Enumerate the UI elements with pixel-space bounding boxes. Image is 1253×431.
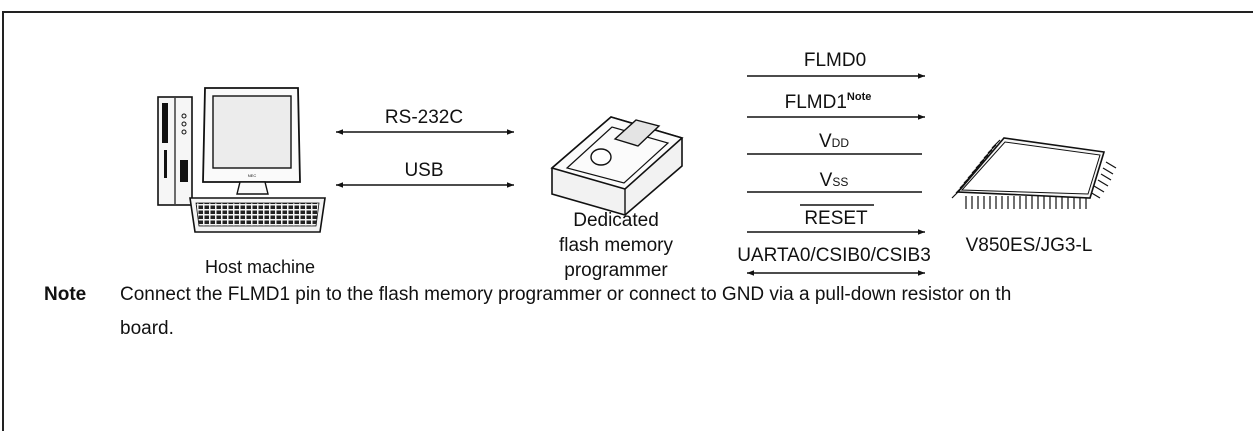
vss-label: V (820, 170, 833, 191)
programmer-label-line1: Dedicated (573, 210, 659, 231)
vdd-subscript: DD (832, 136, 850, 150)
programmer-label-line3: programmer (564, 260, 668, 281)
svg-text:NEC: NEC (248, 173, 257, 178)
microcontroller-chip-icon (951, 137, 1117, 209)
rs232c-label: RS-232C (385, 107, 463, 128)
link-rs232c: RS-232C (336, 107, 514, 135)
programmer-device-icon (550, 116, 684, 216)
host-computer-icon: NEC (157, 87, 326, 233)
signal-vss: VSS (747, 170, 922, 193)
uart-label: UARTA0/CSIB0/CSIB3 (737, 245, 931, 266)
host-machine-label: Host machine (205, 257, 315, 277)
note-text-line2: board. (120, 318, 174, 339)
device-label: V850ES/JG3-L (966, 235, 1093, 256)
signal-flmd1: FLMD1Note (747, 91, 925, 120)
note-text-line1: Connect the FLMD1 pin to the flash memor… (120, 284, 1012, 305)
programmer-label-line2: flash memory (559, 235, 674, 256)
svg-text:FLMD1Note: FLMD1Note (785, 91, 872, 113)
signal-uart: UARTA0/CSIB0/CSIB3 (737, 245, 931, 276)
svg-text:VSS: VSS (820, 170, 849, 191)
flmd1-note-superscript: Note (847, 91, 871, 103)
vdd-label: V (819, 131, 832, 152)
signal-vdd: VDD (747, 131, 922, 155)
link-usb: USB (336, 160, 514, 188)
signal-flmd0: FLMD0 (747, 50, 925, 79)
svg-text:VDD: VDD (819, 131, 849, 152)
signal-reset: RESET (747, 204, 925, 235)
reset-label: RESET (804, 208, 868, 229)
vss-subscript: SS (832, 175, 848, 189)
note-label: Note (44, 284, 87, 305)
flmd1-label: FLMD1 (785, 92, 847, 113)
usb-label: USB (404, 160, 443, 181)
flmd0-label: FLMD0 (804, 50, 866, 71)
note-paragraph: Note Connect the FLMD1 pin to the flash m… (44, 278, 1253, 346)
figure-frame (2, 11, 1253, 431)
